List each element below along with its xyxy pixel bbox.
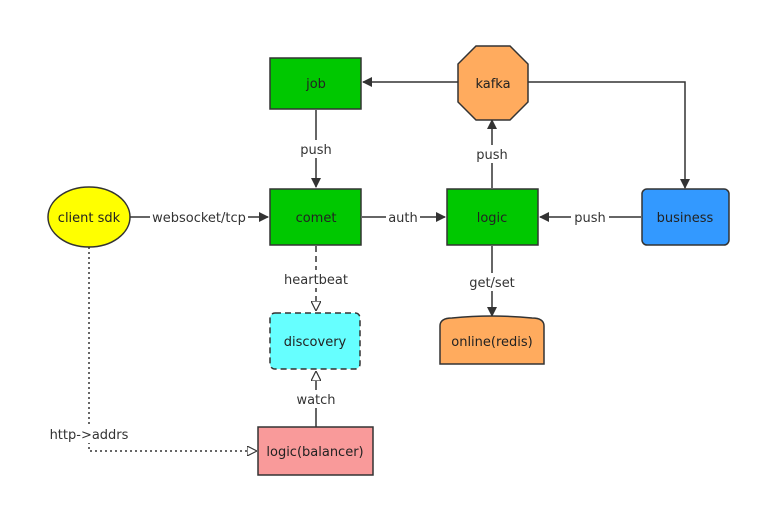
node-discovery[interactable] <box>269 312 361 370</box>
edge-label-bg <box>280 270 352 288</box>
node-kafka[interactable] <box>457 45 529 121</box>
node-logic[interactable] <box>446 188 539 246</box>
edge-label-client-comet: websocket/tcp <box>152 211 246 226</box>
edge-label-bg <box>466 273 518 291</box>
edge-label-comet-discovery: heartbeat <box>284 273 348 288</box>
node-online-redis[interactable] <box>439 315 545 365</box>
edge-label-bg <box>296 140 336 158</box>
node-business-label: business <box>657 211 714 226</box>
edge-label-bg <box>571 208 609 226</box>
edge-label-client-balancer: http->addrs <box>50 428 129 443</box>
node-job-label: job <box>305 77 326 92</box>
edge-label-bg <box>472 145 512 163</box>
node-logic-balancer-label: logic(balancer) <box>266 445 363 460</box>
node-logic-label: logic <box>477 211 508 226</box>
node-client-sdk-label: client sdk <box>58 211 121 226</box>
edge-label-bg <box>293 390 339 408</box>
node-logic-balancer[interactable] <box>257 426 374 476</box>
node-online-redis-label: online(redis) <box>451 335 533 350</box>
edge-label-job-comet: push <box>300 143 332 158</box>
node-comet-label: comet <box>296 211 337 226</box>
edge-label-balancer-discovery: watch <box>296 393 335 408</box>
node-comet[interactable] <box>269 188 362 246</box>
node-job[interactable] <box>269 57 362 110</box>
edge-label-bg <box>150 208 248 226</box>
edge-kafka-business <box>528 81 690 189</box>
edge-client-balancer <box>88 247 256 451</box>
edge-label-comet-logic: auth <box>388 211 418 226</box>
node-discovery-label: discovery <box>284 335 347 350</box>
edge-label-bg <box>386 208 420 226</box>
edge-label-logic-redis: get/set <box>469 276 515 291</box>
node-kafka-label: kafka <box>475 77 510 92</box>
node-business[interactable] <box>641 188 730 246</box>
edge-label-business-logic: push <box>574 211 606 226</box>
edge-label-bg <box>46 425 132 443</box>
edge-label-logic-kafka: push <box>476 148 508 163</box>
node-client-sdk[interactable] <box>47 186 131 248</box>
